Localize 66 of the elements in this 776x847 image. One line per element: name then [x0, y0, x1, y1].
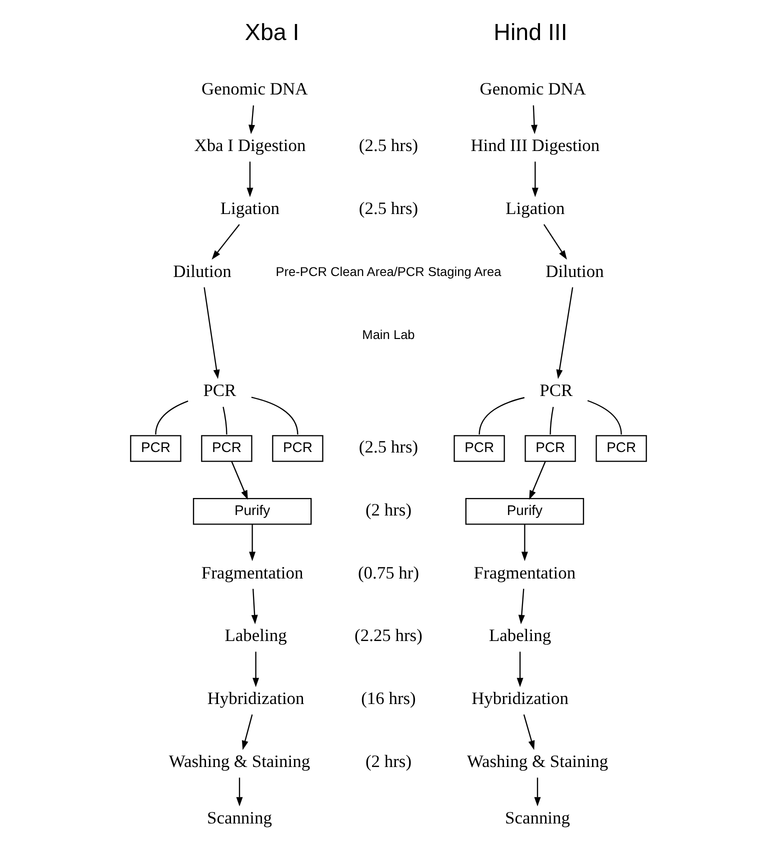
node-text: Labeling [224, 625, 286, 646]
node-box: Purify [192, 498, 312, 525]
node-box: PCR [595, 435, 646, 462]
arrow [556, 287, 573, 380]
arrow [246, 162, 253, 198]
label: Main Lab [362, 326, 414, 342]
node-box: PCR [130, 435, 181, 462]
node-text: Labeling [488, 625, 551, 646]
node-text: Dilution [545, 260, 604, 281]
node-text: PCR [539, 380, 572, 400]
label: Xba I [244, 18, 299, 45]
node-box: PCR [272, 435, 323, 462]
node-text: Fragmentation [473, 562, 576, 582]
label: (0.75 hr) [357, 562, 419, 582]
node-text: PCR [202, 380, 236, 400]
node-text: Ligation [505, 198, 564, 218]
label: Pre-PCR Clean Area/PCR Staging Area [275, 264, 501, 280]
label: (2 hrs) [364, 499, 412, 520]
arrow [522, 714, 534, 750]
arrow [516, 652, 523, 688]
arrow [531, 162, 538, 198]
node-text: Hybridization [471, 688, 568, 708]
label: (2 hrs) [364, 750, 412, 771]
connector [586, 400, 622, 435]
node-text: Genomic DNA [479, 78, 586, 99]
node-text: Washing & Staining [466, 750, 608, 771]
arrow [520, 524, 528, 562]
node-text: Scanning [504, 807, 570, 828]
arrow [518, 588, 524, 624]
node-text: Ligation [220, 198, 280, 218]
label: (2.5 hrs) [358, 135, 418, 156]
label: (16 hrs) [360, 688, 416, 708]
connector [222, 406, 227, 435]
arrow [211, 224, 240, 260]
node-text: Fragmentation [200, 562, 303, 582]
connector [250, 396, 298, 435]
arrow [250, 588, 258, 624]
node-box: Purify [464, 498, 584, 525]
node-box: PCR [453, 435, 504, 462]
connector [154, 400, 188, 435]
arrow [236, 778, 242, 806]
node-text: Washing & Staining [168, 750, 310, 771]
node-text: Genomic DNA [201, 78, 308, 99]
label: (2.5 hrs) [358, 436, 418, 457]
arrow [542, 224, 566, 260]
arrow [230, 461, 248, 500]
node-text: Hybridization [206, 688, 304, 708]
arrow [248, 524, 256, 562]
arrow [534, 778, 540, 806]
arrow [252, 652, 259, 688]
arrow [203, 287, 220, 380]
node-box: PCR [524, 435, 576, 462]
label: (2.25 hrs) [354, 625, 422, 646]
arrow [528, 461, 546, 500]
node-text: Hind III Digestion [470, 135, 600, 156]
node-text: Dilution [172, 260, 231, 281]
arrow [530, 105, 538, 134]
arrow [248, 105, 255, 134]
connector [549, 406, 554, 435]
arrow [241, 714, 252, 750]
node-text: Xba I Digestion [194, 135, 306, 156]
label: (2.5 hrs) [358, 198, 418, 218]
node-box: PCR [200, 435, 252, 462]
connector [478, 397, 524, 435]
node-text: Scanning [206, 807, 272, 828]
label: Hind III [493, 18, 567, 45]
